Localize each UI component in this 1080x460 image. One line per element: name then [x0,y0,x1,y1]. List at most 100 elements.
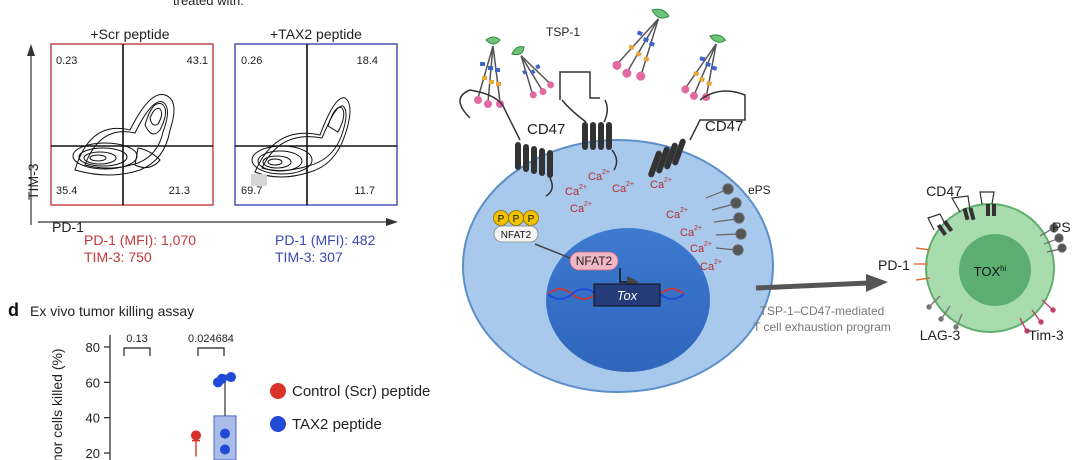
scr-q-tr: 43.1 [187,55,208,67]
cd47-receptor-left [459,89,553,197]
x-axis-arrow-head [386,218,398,226]
control-data-point [191,430,201,441]
y-tick-label: 60 [86,375,100,390]
scr-contours [72,93,175,176]
pvalue-label: 0.13 [126,333,147,345]
exhausted-t-cell: TOXhi CD47 PS PD-1 [878,183,1071,343]
flow-cytometry-panel: treated with: TIM-3 PD-1 +Scr peptide 0.… [25,0,398,265]
scr-q-tl: 0.23 [56,55,77,67]
tax2-q-tr: 18.4 [357,55,378,67]
tsp1-molecule-icon [474,36,504,108]
phosphate-label: P [513,214,520,225]
arrow-caption-1: TSP-1–CD47-mediated [760,304,885,318]
ca-ion: Ca [565,186,580,198]
ps-label: PS [1052,219,1071,235]
tax2-q-tl: 0.26 [241,55,262,67]
tox-gene-label: Tox [617,288,638,303]
tox-protein-text: TOX [974,264,1001,279]
ca-charge: 2+ [704,241,712,248]
pd1-label: PD-1 [878,257,910,273]
ca-ion: Ca [690,243,705,255]
tsp1-molecule-icon [511,46,555,99]
nfat2-nuclear-pill [569,251,619,271]
killing-pvalue-brackets: 0.13 0.024684 [123,333,234,356]
legend-control-label: Control (Scr) peptide [292,383,430,400]
scr-mfi-tim3: TIM-3: 750 [84,249,152,265]
y-axis-arrow-head [27,44,35,56]
lag3-label: LAG-3 [920,327,961,343]
control-error-bar [192,439,200,457]
scr-plot-frame [50,43,214,206]
x-axis-label: PD-1 [52,219,84,235]
arrow-caption-2: T cell exhaustion program [753,320,891,334]
phosphate-icon [523,210,539,226]
exhaustion-arrow [755,280,869,291]
tim3-receptors [1019,299,1056,334]
ca-ion: Ca [650,179,665,191]
phosphate-label: P [528,214,535,225]
y-axis-label: TIM-3 [25,163,41,200]
killing-title: Ex vivo tumor killing assay [30,303,194,319]
pvalue-label: 0.024684 [188,333,234,345]
legend-tax2-label: TAX2 peptide [292,416,382,433]
cd47-receptor-right [648,90,746,178]
scr-q-bl: 35.4 [56,185,77,197]
nfat2-phosphorylated: P P P NFAT2 [493,210,539,243]
cd47-label-left: CD47 [527,121,565,138]
tax2-data-point [226,372,236,383]
legend-tax2-marker [270,416,286,432]
tox-gene-box [593,283,661,307]
killing-ticks: 80 60 40 20 [86,340,110,460]
tax2-contours [251,97,351,178]
dna-helix-icon [547,288,685,300]
ca-charge: 2+ [714,259,722,266]
nfat2-nuclear-label: NFAT2 [576,254,613,268]
cropped-heading: treated with: [173,0,244,8]
mechanism-diagram: TSP-1 [459,8,891,393]
ca-ion: Ca [570,203,585,215]
y-tick-label: 80 [86,340,100,355]
pd1-receptors [914,247,931,281]
tox-protein-label: TOXhi [974,264,1007,279]
tox-superscript: hi [1000,264,1006,273]
exhaustion-arrow-head [866,274,888,292]
y-tick-label: 20 [86,446,100,460]
killing-marks [191,372,237,460]
transcription-arrow [619,268,639,288]
small-cd47-receptors [927,191,996,237]
nfat2-cyto-label: NFAT2 [501,230,532,241]
tax2-q-bl: 69.7 [241,185,262,197]
ca-charge: 2+ [664,177,672,184]
tsp1-molecule-icon [681,34,727,102]
pvalue-bracket [197,347,225,356]
ca-charge: 2+ [626,181,634,188]
ca-charge: 2+ [680,207,688,214]
ca-charge: 2+ [579,184,587,191]
y-tick-label: 40 [86,411,100,426]
killing-ylabel: nor cells killed (%) [49,348,65,460]
scr-q-br: 21.3 [169,185,190,197]
ca-charge: 2+ [694,225,702,232]
ca-ion: Ca [700,261,715,273]
tim3-label: Tim-3 [1028,327,1063,343]
scr-plot-title: +Scr peptide [91,26,170,42]
phosphate-label: P [498,214,505,225]
cd47-label-right: CD47 [705,118,743,135]
ca-ion: Ca [588,171,603,183]
killing-assay-panel: d Ex vivo tumor killing assay nor cells … [8,300,430,460]
tax2-data-point [220,444,230,455]
tax2-data-point [213,377,223,388]
scr-mfi-pd1: PD-1 (MFI): 1,070 [84,232,196,248]
tax2-plot-title: +TAX2 peptide [270,26,362,42]
panel-letter-d: d [8,300,19,320]
legend-control-marker [270,383,286,399]
tax2-gray-patch [251,174,267,186]
tsp1-molecule-icon [612,8,670,81]
pvalue-bracket [123,347,151,356]
lag3-receptors [926,295,963,330]
ca-ion: Ca [680,227,695,239]
tax2-mfi-tim3: TIM-3: 307 [275,249,343,265]
tax2-q-br: 11.7 [354,185,375,197]
